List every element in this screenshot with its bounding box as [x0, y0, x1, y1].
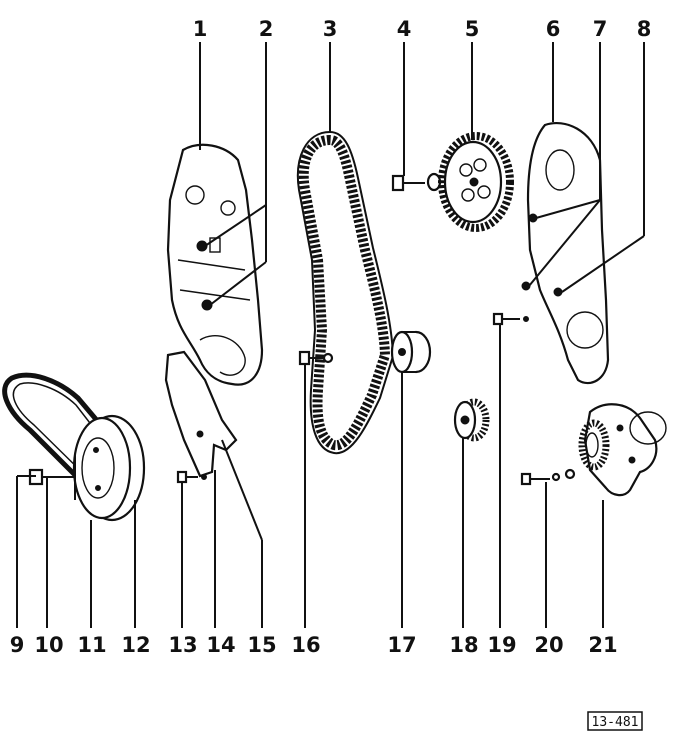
rear-belt-cover: [521, 121, 610, 385]
sprocket-bolt: [391, 172, 442, 192]
callout-2: 2: [259, 17, 274, 41]
callout-5: 5: [465, 17, 480, 41]
tensioner-bolt: [298, 350, 334, 366]
timing-belt: [297, 130, 395, 455]
callout-10: 10: [34, 633, 63, 657]
camshaft-sprocket: [438, 132, 514, 232]
callout-21: 21: [588, 633, 617, 657]
figure-reference: 13-481: [587, 711, 643, 731]
callout-7: 7: [593, 17, 608, 41]
pump-bolt: [520, 468, 576, 486]
callout-4: 4: [397, 17, 412, 41]
callout-6: 6: [546, 17, 561, 41]
callout-19: 19: [487, 633, 516, 657]
cover-bolt: [492, 312, 529, 326]
callout-18: 18: [449, 633, 478, 657]
crankshaft-sprocket: [453, 398, 490, 442]
callout-11: 11: [77, 633, 106, 657]
callout-3: 3: [323, 17, 338, 41]
leader-lines: [16, 42, 645, 628]
water-pump: [578, 403, 667, 497]
callout-13: 13: [168, 633, 197, 657]
callout-15: 15: [247, 633, 276, 657]
callout-1: 1: [193, 17, 208, 41]
crankshaft-pulley: [72, 414, 146, 522]
upper-belt-cover: [166, 143, 264, 386]
callout-numbers: 1 2 3 4 5 6 7 8 9 10 11 12 13 14 15 16 1…: [10, 17, 652, 657]
figure-reference-label: 13-481: [592, 715, 639, 730]
callout-9: 9: [10, 633, 25, 657]
callout-12: 12: [121, 633, 150, 657]
callout-20: 20: [534, 633, 563, 657]
pulley-bolt: [28, 455, 76, 500]
callout-14: 14: [206, 633, 235, 657]
tensioner-roller: [390, 330, 432, 374]
lower-belt-cover: [164, 350, 238, 478]
callout-8: 8: [637, 17, 652, 41]
callout-17: 17: [387, 633, 416, 657]
callout-16: 16: [291, 633, 320, 657]
